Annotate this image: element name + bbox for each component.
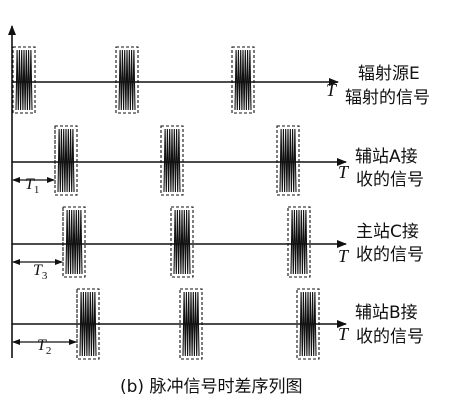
row-label-emitter-line1: 辐射源E bbox=[358, 64, 420, 84]
pulse-envelope-station-b-3 bbox=[296, 288, 320, 360]
row-label-station-c-line1: 主站C接 bbox=[356, 222, 419, 242]
row-axis-station-a: T bbox=[338, 162, 349, 182]
row-axis-station-b: T bbox=[338, 324, 349, 344]
pulse-carrier-station-a-1 bbox=[57, 128, 75, 193]
figure-caption: (b) 脉冲信号时差序列图 bbox=[120, 377, 303, 397]
row-label-station-a-line1: 辅站A接 bbox=[355, 147, 418, 167]
pulse-carrier-station-b-1 bbox=[79, 291, 97, 357]
pulse-envelope-station-a-1 bbox=[54, 125, 78, 196]
row-label-station-a-line2: 收的信号 bbox=[356, 170, 424, 190]
pulse-envelope-emitter-2 bbox=[115, 46, 139, 114]
pulse-envelope-emitter-3 bbox=[231, 46, 255, 114]
delay-label-t3: T3 bbox=[33, 262, 48, 283]
pulse-carrier-station-b-2 bbox=[182, 291, 200, 357]
pulse-envelope-station-c-1 bbox=[62, 206, 86, 278]
pulse-envelope-station-b-1 bbox=[76, 288, 100, 360]
pulse-carrier-station-c-1 bbox=[65, 209, 83, 275]
pulse-carrier-station-a-3 bbox=[279, 128, 297, 193]
row-label-emitter-line2: 辐射的信号 bbox=[345, 88, 430, 108]
row-axis-emitter: T bbox=[326, 80, 337, 100]
pulse-envelope-station-a-3 bbox=[276, 125, 300, 196]
pulse-carrier-emitter-1 bbox=[15, 49, 33, 111]
pulse-envelope-station-c-2 bbox=[170, 206, 194, 278]
pulse-carrier-emitter-2 bbox=[118, 49, 136, 111]
row-label-station-b-line1: 辅站B接 bbox=[355, 303, 418, 323]
pulse-carrier-station-a-2 bbox=[163, 128, 181, 193]
pulse-carrier-station-b-3 bbox=[299, 291, 317, 357]
pulse-carrier-emitter-3 bbox=[234, 49, 252, 111]
row-label-station-b-line2: 收的信号 bbox=[356, 327, 424, 347]
pulse-envelope-station-b-2 bbox=[179, 288, 203, 360]
row-label-station-c-line2: 收的信号 bbox=[356, 245, 424, 265]
delay-label-t2: T2 bbox=[37, 337, 52, 358]
pulse-carrier-station-c-3 bbox=[290, 209, 308, 275]
pulse-carrier-station-c-2 bbox=[173, 209, 191, 275]
pulse-envelope-emitter-1 bbox=[12, 46, 36, 114]
pulse-envelope-station-a-2 bbox=[160, 125, 184, 196]
pulse-envelope-station-c-3 bbox=[287, 206, 311, 278]
delay-label-t1: T1 bbox=[25, 176, 40, 197]
row-axis-station-c: T bbox=[338, 246, 349, 266]
